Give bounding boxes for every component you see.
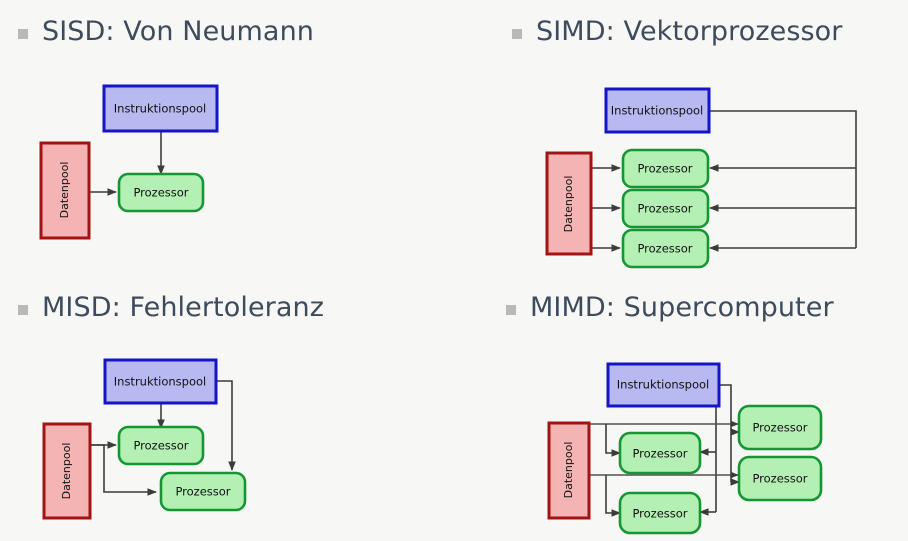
diagram-mimd: Datenpool Instruktionspool Prozessor Pro… <box>454 280 908 541</box>
heading-mimd-label: MIMD: Supercomputer <box>530 292 834 323</box>
node-datenpool: Datenpool <box>39 141 91 240</box>
node-prozessor-2-label: Prozessor <box>637 202 692 216</box>
node-datenpool-label: Datenpool <box>60 443 73 500</box>
node-instruktionspool-label: Instruktionspool <box>114 102 206 116</box>
heading-sisd-label: SISD: Von Neumann <box>42 16 314 47</box>
node-prozessor-3-label: Prozessor <box>637 242 692 256</box>
node-instruktionspool: Instruktionspool <box>604 87 711 134</box>
heading-misd: MISD: Fehlertoleranz <box>18 294 324 321</box>
node-prozessor-left-upper-label: Prozessor <box>632 447 687 461</box>
quadrant-misd: MISD: Fehlertoleranz <box>0 280 454 541</box>
diagram-misd: Datenpool Instruktionspool Prozessor Pro… <box>0 280 454 541</box>
heading-misd-label: MISD: Fehlertoleranz <box>42 292 325 323</box>
diagram-sisd: Datenpool Instruktionspool Prozessor <box>0 0 454 280</box>
node-datenpool: Datenpool <box>42 422 92 520</box>
node-prozessor-left-upper: Prozessor <box>618 431 702 475</box>
node-prozessor-1-label: Prozessor <box>133 439 188 453</box>
node-prozessor-right-bottom-label: Prozessor <box>752 472 807 486</box>
diagram-simd: Datenpool Instruktionspool Prozessor Pro… <box>454 0 908 280</box>
node-instruktionspool: Instruktionspool <box>103 358 218 405</box>
square-bullet-icon <box>506 304 516 315</box>
square-bullet-icon <box>18 304 28 315</box>
node-prozessor-right-bottom: Prozessor <box>737 455 823 502</box>
node-prozessor-2-label: Prozessor <box>175 485 230 499</box>
square-bullet-icon <box>18 28 28 39</box>
node-datenpool-label: Datenpool <box>562 442 575 499</box>
node-prozessor-1: Prozessor <box>117 425 205 466</box>
node-prozessor-2: Prozessor <box>621 188 710 229</box>
node-datenpool-label: Datenpool <box>58 162 71 219</box>
node-prozessor-1-label: Prozessor <box>637 162 692 176</box>
quadrant-sisd: SISD: Von Neumann Datenpool <box>0 0 454 280</box>
heading-mimd: MIMD: Supercomputer <box>506 294 834 321</box>
node-prozessor-left-lower-label: Prozessor <box>632 507 687 521</box>
node-datenpool: Datenpool <box>547 421 591 520</box>
node-prozessor-right-top-label: Prozessor <box>752 421 807 435</box>
node-datenpool-label: Datenpool <box>562 176 575 233</box>
square-bullet-icon <box>512 28 522 39</box>
node-instruktionspool: Instruktionspool <box>102 84 219 133</box>
node-prozessor-1: Prozessor <box>117 172 205 213</box>
quadrant-simd: SIMD: Vektorprozessor <box>454 0 908 280</box>
node-prozessor-left-lower: Prozessor <box>618 491 702 535</box>
node-instruktionspool-label: Instruktionspool <box>617 378 709 392</box>
heading-simd-label: SIMD: Vektorprozessor <box>536 16 843 47</box>
node-instruktionspool-label: Instruktionspool <box>611 104 703 118</box>
heading-simd: SIMD: Vektorprozessor <box>512 18 843 45</box>
heading-sisd: SISD: Von Neumann <box>18 18 314 45</box>
node-prozessor-1: Prozessor <box>621 148 710 189</box>
node-prozessor-right-top: Prozessor <box>737 404 823 451</box>
node-prozessor-1-label: Prozessor <box>133 186 188 200</box>
node-instruktionspool-label: Instruktionspool <box>114 375 206 389</box>
node-prozessor-2: Prozessor <box>159 471 247 512</box>
node-instruktionspool: Instruktionspool <box>606 362 721 408</box>
quadrant-mimd: MIMD: Supercomputer <box>454 280 908 541</box>
node-datenpool: Datenpool <box>545 151 593 256</box>
node-prozessor-3: Prozessor <box>621 228 710 269</box>
